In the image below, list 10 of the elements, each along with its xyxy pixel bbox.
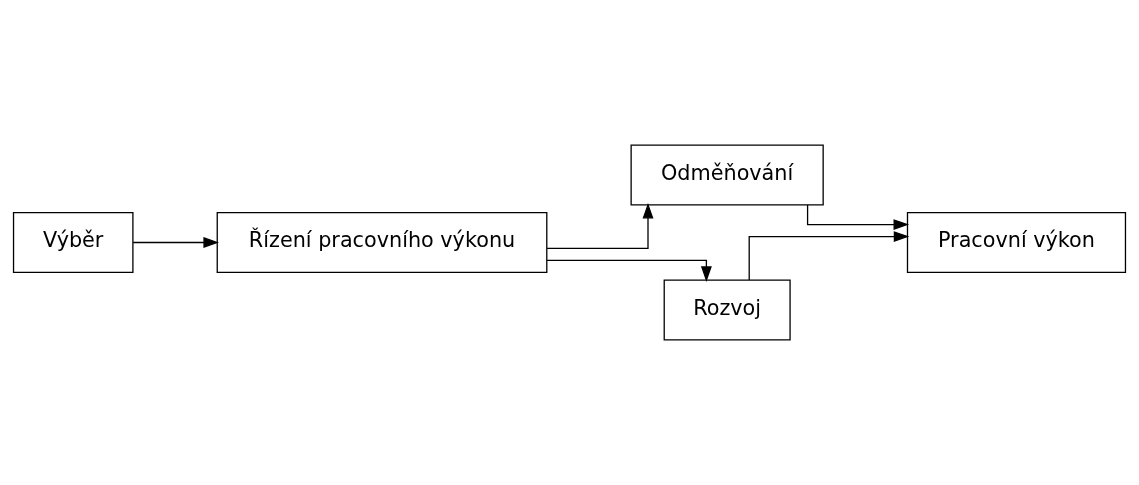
node-box: Výběr	[12, 212, 134, 273]
arrow	[748, 231, 910, 281]
node-box: Pracovní výkon	[906, 212, 1127, 273]
arrow	[546, 202, 654, 250]
arrow	[132, 237, 219, 248]
node-box: Řízení pracovního výkonu	[216, 212, 548, 273]
node-box: Odměňování	[630, 144, 824, 206]
node-box: Rozvoj	[663, 279, 791, 341]
arrow	[546, 259, 712, 282]
arrow	[806, 204, 910, 231]
